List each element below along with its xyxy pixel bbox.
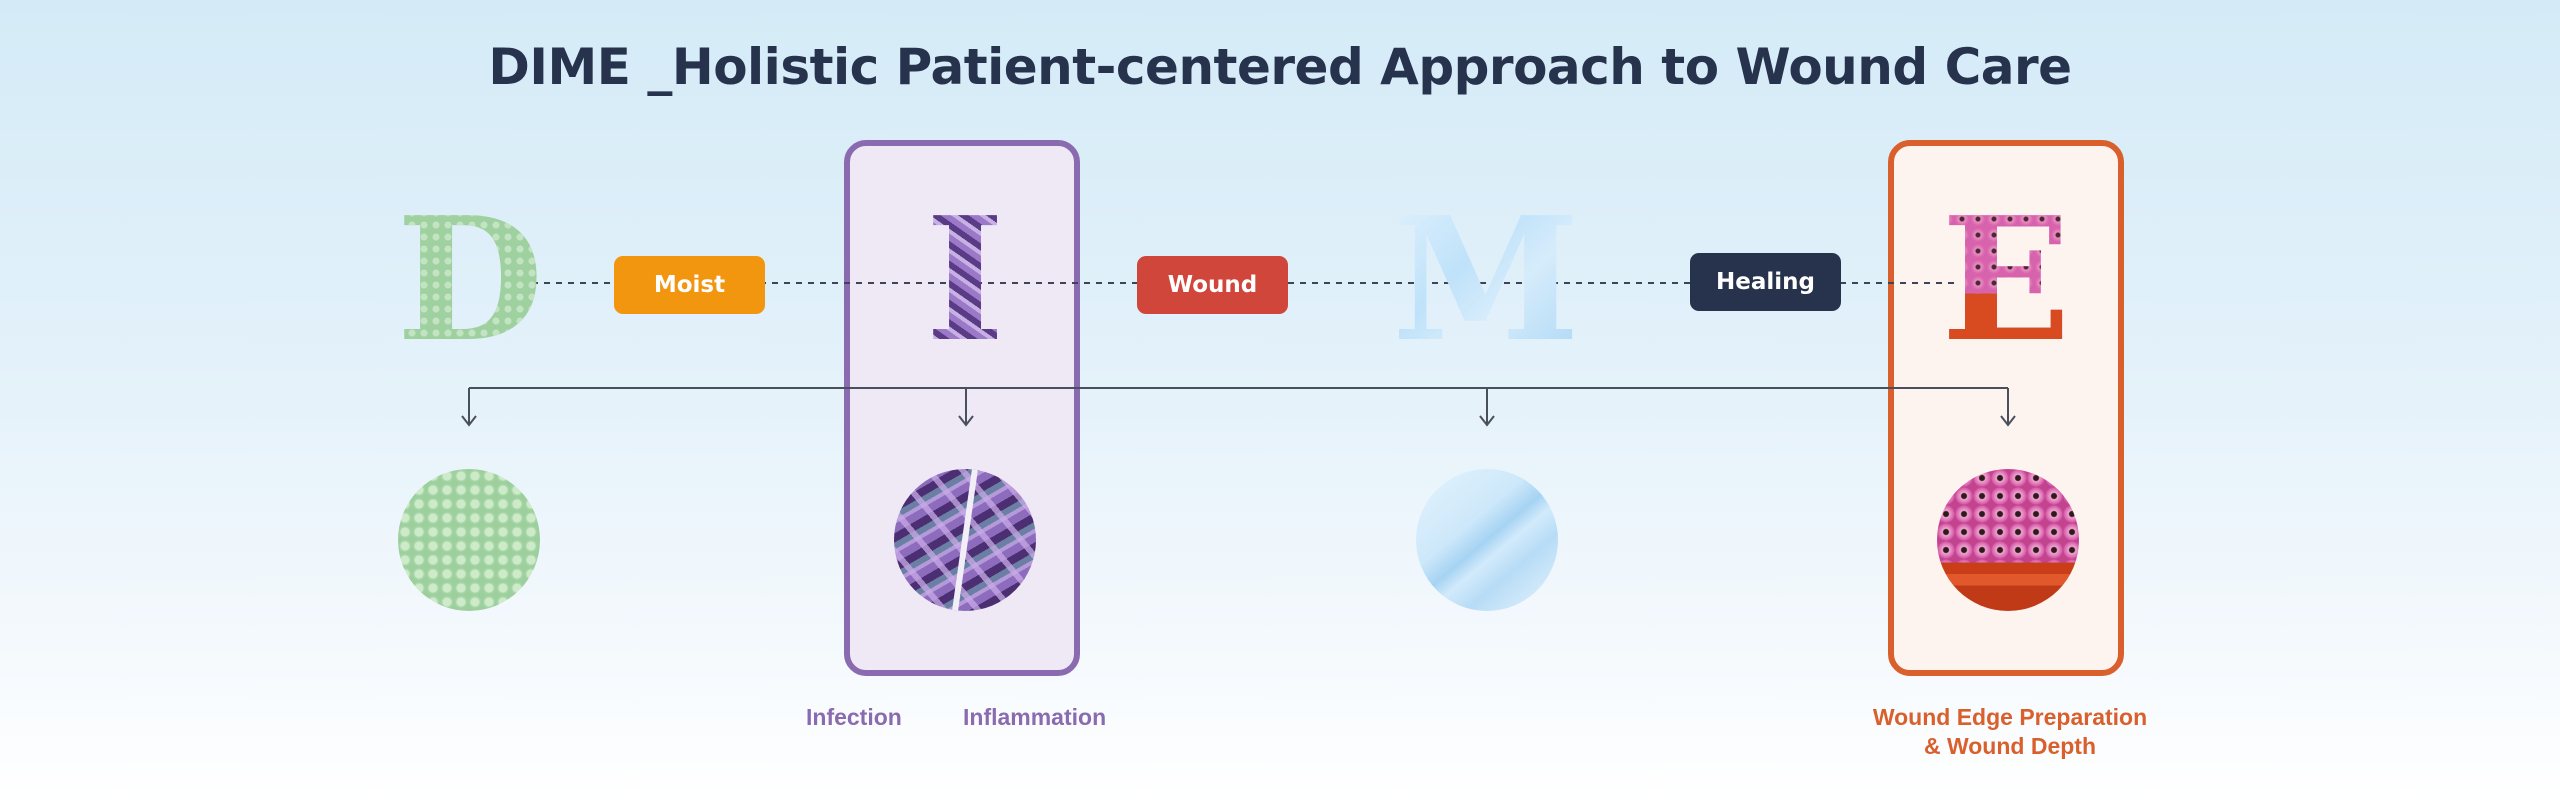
letter-e: E xyxy=(1906,195,2106,365)
inflammation-label: Inflammation xyxy=(963,704,1107,730)
branch-arrows xyxy=(461,388,2016,427)
letter-d: D xyxy=(370,195,570,365)
wound-edge-label-line2: & Wound Depth xyxy=(1923,733,2097,759)
moist-tissue-image xyxy=(398,469,540,611)
wound-edge-label-line1: Wound Edge Preparation xyxy=(1872,704,2148,730)
moisture-fiber-image xyxy=(1416,469,1558,611)
infection-label: Infection xyxy=(806,704,902,730)
wound-edge-tissue-image xyxy=(1937,469,2079,611)
bacteria-image xyxy=(894,469,1036,611)
moist-tag: Moist xyxy=(614,256,765,314)
page-title: DIME _Holistic Patient-centered Approach… xyxy=(488,38,2072,96)
wound-tag: Wound xyxy=(1137,256,1288,314)
letter-m: M xyxy=(1386,195,1586,365)
wound-edge-label: Wound Edge Preparation & Wound Depth xyxy=(1830,703,2190,761)
letter-i: I xyxy=(865,195,1065,365)
healing-tag: Healing xyxy=(1690,253,1841,311)
